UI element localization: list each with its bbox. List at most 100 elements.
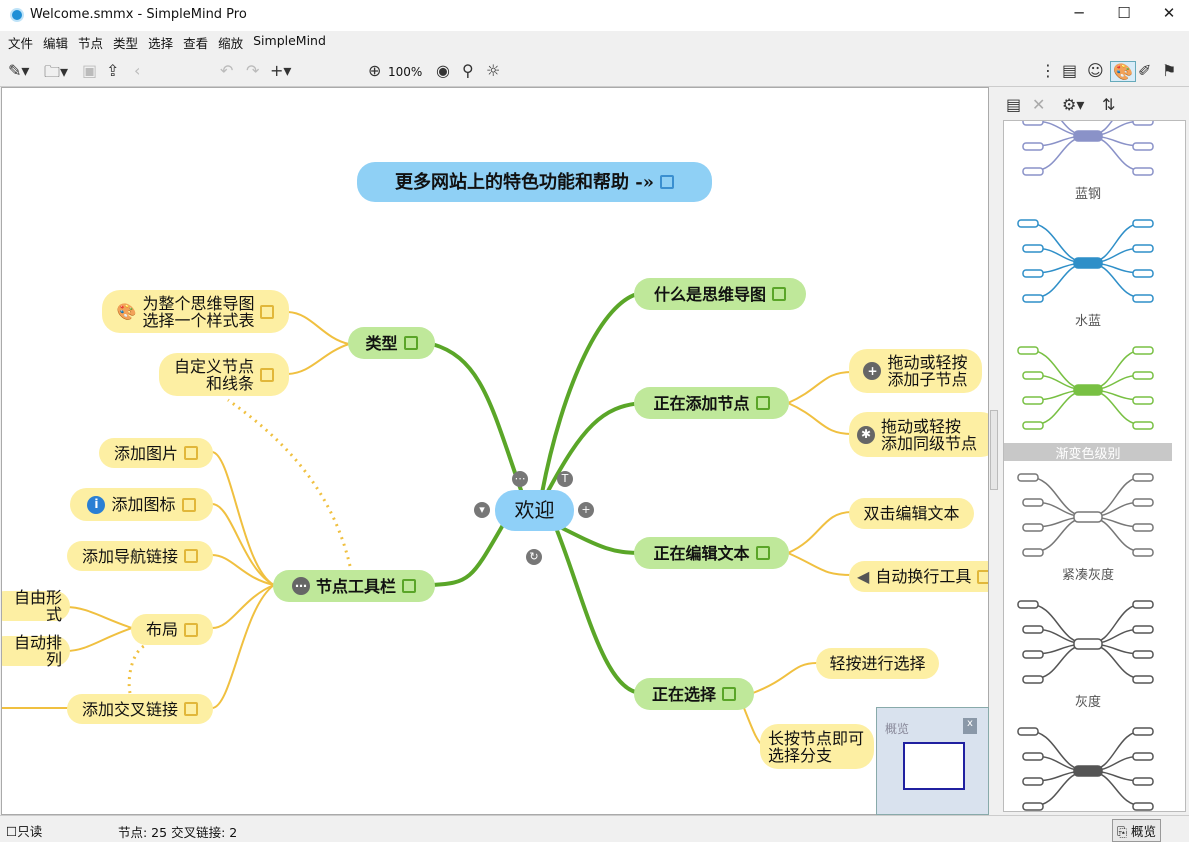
presentation-icon[interactable]: ⚑ xyxy=(1162,61,1177,80)
node-adding[interactable]: 正在添加节点 xyxy=(634,387,789,419)
share-icon[interactable]: ⇪ xyxy=(106,61,120,80)
node-stylesheet[interactable]: 🎨为整个思维导图 选择一个样式表 xyxy=(102,290,289,333)
theme-label: 灰度 xyxy=(1074,695,1101,710)
overview-toggle-button[interactable]: ⎘ 概览 xyxy=(1112,819,1161,842)
menu-zoom[interactable]: 缩放 xyxy=(218,36,244,51)
text-icon[interactable]: T xyxy=(557,471,573,487)
link-icon[interactable] xyxy=(181,497,196,512)
link-icon[interactable] xyxy=(260,367,274,382)
focus-icon[interactable]: ◉ xyxy=(436,61,450,80)
link-icon[interactable] xyxy=(977,569,988,584)
notes-icon[interactable]: ▤ xyxy=(1062,61,1078,80)
node-selecting[interactable]: 正在选择 xyxy=(634,678,754,710)
node-navlink[interactable]: 添加导航链接 xyxy=(67,541,213,571)
node-layout[interactable]: 布局 xyxy=(131,614,213,645)
redo-icon[interactable]: ↷ xyxy=(246,61,260,80)
theme-item[interactable]: 紧凑灰度 xyxy=(1004,462,1172,589)
minimize-button[interactable]: ─ xyxy=(1074,4,1084,22)
node-wrap[interactable]: ◀自动换行工具 xyxy=(849,561,988,592)
node-tap[interactable]: 轻按进行选择 xyxy=(816,648,939,679)
menu-file[interactable]: 文件 xyxy=(8,36,34,51)
info-icon: i xyxy=(87,495,106,514)
node-label: 拖动或轻按 添加子节点 xyxy=(887,353,968,389)
zoom-icon[interactable]: ⊕ xyxy=(368,61,382,80)
link-icon[interactable] xyxy=(184,622,198,637)
link-icon[interactable] xyxy=(722,687,736,701)
edit-style-icon[interactable]: ▤ xyxy=(1006,95,1022,114)
link-icon[interactable] xyxy=(184,549,198,563)
theme-item[interactable]: 灰度 xyxy=(1004,589,1172,716)
delete-icon[interactable]: ✕ xyxy=(1032,95,1046,114)
node-custom[interactable]: 自定义节点 和线条 xyxy=(159,353,289,396)
node-longpress[interactable]: 长按节点即可 选择分支 xyxy=(760,724,874,769)
node-sibling[interactable]: ✱拖动或轻按 添加同级节点 xyxy=(849,412,988,457)
close-button[interactable]: ✕ xyxy=(1162,4,1176,22)
add-child-icon[interactable]: + xyxy=(578,502,594,518)
mindmap-canvas[interactable]: 更多网站上的特色功能和帮助 -» 欢迎 ⋯ T ▾ + ↻ 什么是思维导图 正在… xyxy=(1,87,989,815)
node-freeform[interactable]: 自由形式 xyxy=(2,589,70,623)
menu-node[interactable]: 节点 xyxy=(78,36,104,51)
readonly-checkbox[interactable]: ☐只读 xyxy=(6,824,43,839)
link-icon[interactable] xyxy=(402,579,416,593)
status-bar: ☐只读 节点: 25 交叉链接: 2 ⎘ 概览 xyxy=(0,815,1189,842)
theme-item[interactable]: 渐变色级别 xyxy=(1004,335,1172,462)
banner-node[interactable]: 更多网站上的特色功能和帮助 -» xyxy=(357,162,712,202)
node-image[interactable]: 添加图片 xyxy=(99,438,213,468)
add-icon[interactable]: +▾ xyxy=(270,61,292,80)
brush-icon[interactable]: ✐ xyxy=(1138,61,1152,80)
menu-edit[interactable]: 编辑 xyxy=(43,36,69,51)
menu-select[interactable]: 选择 xyxy=(148,36,174,51)
link-icon[interactable] xyxy=(755,396,770,410)
sort-icon[interactable]: ⇅ xyxy=(1102,95,1116,114)
node-label: 正在添加节点 xyxy=(653,393,750,413)
link-icon[interactable] xyxy=(755,546,770,560)
theme-preview xyxy=(1022,121,1154,176)
save-icon[interactable]: ▣ xyxy=(82,61,98,80)
new-icon[interactable]: ✎▾ xyxy=(8,61,30,80)
emoji-icon[interactable]: ☺ xyxy=(1087,61,1104,80)
overview-panel[interactable]: 概览 x xyxy=(876,707,989,815)
overview-viewport[interactable] xyxy=(903,742,965,790)
node-label: 添加图片 xyxy=(113,443,178,463)
collapse-icon[interactable]: ▾ xyxy=(474,502,490,518)
link-icon[interactable] xyxy=(772,287,786,301)
settings-icon[interactable]: ⚙▾ xyxy=(1062,95,1085,114)
link-icon[interactable] xyxy=(660,175,674,189)
node-dblclick[interactable]: 双击编辑文本 xyxy=(849,498,974,529)
open-icon[interactable]: 🗀▾ xyxy=(44,62,69,81)
undo-icon[interactable]: ↶ xyxy=(220,61,234,80)
menu-view[interactable]: 查看 xyxy=(183,36,209,51)
menu-simplemind[interactable]: SimpleMind xyxy=(253,33,326,48)
search-icon[interactable]: ⚲ xyxy=(462,61,474,80)
panel-toggle[interactable] xyxy=(990,410,998,490)
theme-item[interactable]: 蓝钢 xyxy=(1004,121,1172,208)
palette-icon[interactable]: 🎨 xyxy=(1110,61,1136,82)
node-toolbar[interactable]: ⋯节点工具栏 xyxy=(273,570,435,602)
node-style[interactable]: 类型 xyxy=(348,327,435,359)
bulb-icon[interactable]: ☼ xyxy=(486,61,501,80)
overview-close-button[interactable]: x xyxy=(963,718,977,734)
node-label: 正在编辑文本 xyxy=(653,543,750,563)
link-icon[interactable] xyxy=(260,304,275,319)
palette-icon: 🎨 xyxy=(116,302,137,321)
node-what-is-mindmap[interactable]: 什么是思维导图 xyxy=(634,278,806,310)
node-crosslink[interactable]: 添加交叉链接 xyxy=(67,694,213,724)
link-icon[interactable] xyxy=(403,336,418,350)
theme-item[interactable]: 水蓝 xyxy=(1004,208,1172,335)
node-child[interactable]: +拖动或轻按 添加子节点 xyxy=(849,349,982,393)
zoom-level[interactable]: 100% xyxy=(388,65,423,79)
more-icon[interactable]: ⋯ xyxy=(512,471,528,487)
node-auto[interactable]: 自动排列 xyxy=(2,634,70,668)
central-node[interactable]: 欢迎 xyxy=(495,490,574,531)
theme-item[interactable] xyxy=(1004,716,1172,811)
link-icon[interactable] xyxy=(184,702,198,716)
back-icon[interactable]: ‹ xyxy=(134,61,141,80)
menu-style[interactable]: 类型 xyxy=(113,36,139,51)
node-editing[interactable]: 正在编辑文本 xyxy=(634,537,789,569)
maximize-button[interactable]: ☐ xyxy=(1117,4,1131,22)
rotate-icon[interactable]: ↻ xyxy=(526,549,542,565)
outline-icon[interactable]: ⋮ xyxy=(1040,61,1056,80)
link-icon[interactable] xyxy=(184,446,198,460)
theme-list[interactable]: 蓝钢水蓝渐变色级别紧凑灰度灰度 xyxy=(1003,120,1186,812)
